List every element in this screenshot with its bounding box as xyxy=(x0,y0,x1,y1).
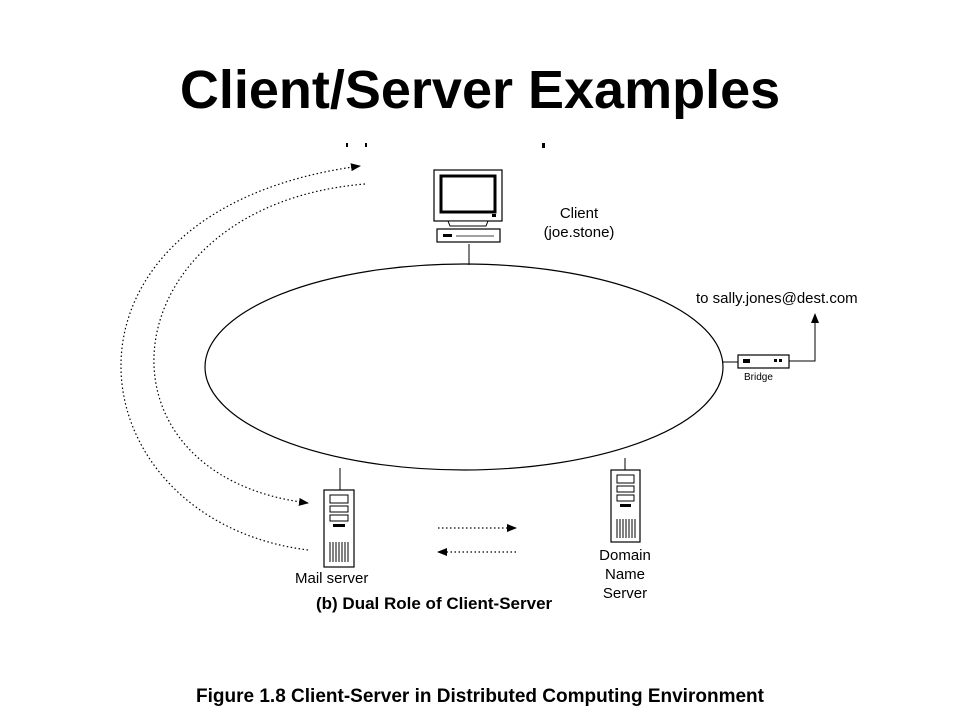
bridge-label: Bridge xyxy=(744,372,773,383)
client-label-line2: (joe.stone) xyxy=(543,224,615,241)
figure-caption: Figure 1.8 Client-Server in Distributed … xyxy=(196,686,764,707)
diagram-subcaption: (b) Dual Role of Client-Server xyxy=(316,594,553,613)
inner-dotted-arc xyxy=(153,183,366,506)
dns-label-line3: Server xyxy=(602,585,648,602)
client-label-line1: Client xyxy=(559,205,599,222)
bridge-uplink-arrow xyxy=(789,313,819,362)
client-computer-icon xyxy=(433,169,503,265)
client-label: Client (joe.stone) xyxy=(524,204,634,242)
dns-label-line2: Name xyxy=(604,566,645,583)
network-ring xyxy=(204,263,724,471)
slide-title: Client/Server Examples xyxy=(179,60,781,120)
dns-label: Domain Name Server xyxy=(585,546,665,603)
dns-server-icon xyxy=(610,458,641,543)
mail-server-icon xyxy=(323,468,355,568)
bridge-device-icon xyxy=(722,354,790,369)
email-address-label: to sally.jones@dest.com xyxy=(696,290,858,307)
cropped-top-fragments xyxy=(346,143,545,148)
mail-server-label: Mail server xyxy=(295,570,369,587)
dns-label-line1: Domain xyxy=(599,547,651,564)
